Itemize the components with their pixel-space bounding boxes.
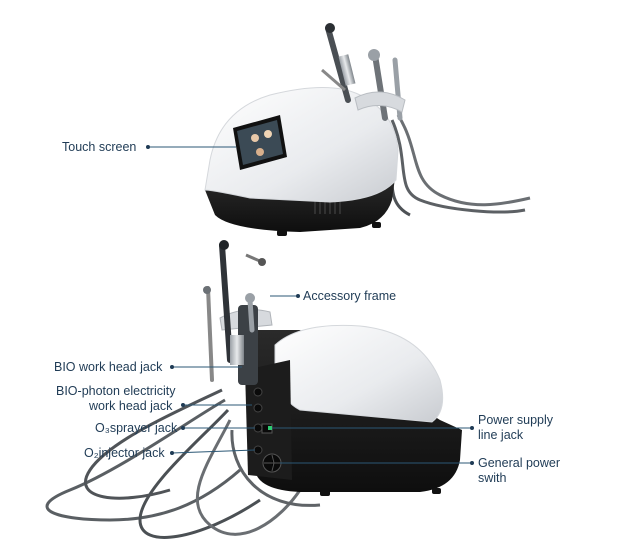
label-power-supply-line1: Power supply xyxy=(478,413,554,427)
leader-o2-injector xyxy=(171,449,256,454)
bottom-device xyxy=(45,240,462,539)
dot-o3-sprayer xyxy=(181,426,185,430)
top-handpieces xyxy=(321,23,406,121)
dot-accessory-frame xyxy=(296,294,300,298)
touch-screen-graphic xyxy=(233,115,287,170)
label-general-power-line1: General power xyxy=(478,456,560,470)
label-touch-screen: Touch screen xyxy=(62,140,137,154)
label-accessory-frame: Accessory frame xyxy=(303,289,397,303)
label-bio-work-head-jack: BIO work head jack xyxy=(54,360,163,374)
dot-touch-screen xyxy=(146,145,150,149)
label-bio-photon-line1: BIO-photon electricity xyxy=(56,384,176,398)
dot-o2-injector xyxy=(170,451,174,455)
leader-lines xyxy=(150,146,472,464)
label-power-supply-line2: line jack xyxy=(478,428,524,442)
dot-power-supply xyxy=(470,426,474,430)
label-general-power-line2: swith xyxy=(478,471,507,485)
dot-general-power xyxy=(470,461,474,465)
dot-bio-work-head xyxy=(170,365,174,369)
label-bio-photon-line2: work head jack xyxy=(89,399,173,413)
label-o3-sprayer-jack: O₃sprayer jack xyxy=(95,421,178,435)
dot-bio-photon xyxy=(181,403,185,407)
label-o2-injector-jack: O₂injector jack xyxy=(84,446,165,460)
top-device xyxy=(204,23,531,236)
